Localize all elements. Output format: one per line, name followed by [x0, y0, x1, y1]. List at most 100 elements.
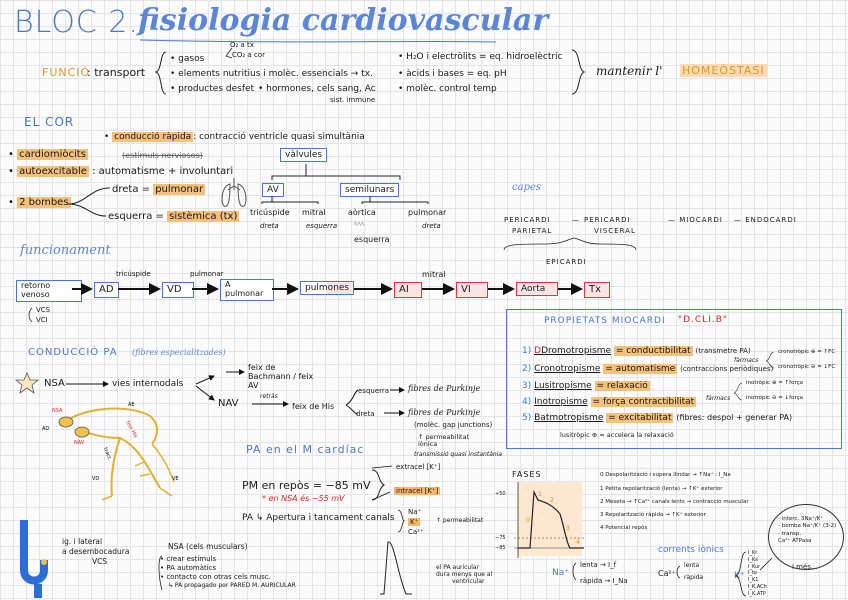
- fase-3: 3 Repolarització ràpida → ↑K⁺ exterior: [600, 512, 706, 518]
- farmacs-1: fàrmacs: [734, 357, 759, 364]
- funcio-right-1: • H₂O i electròlits = eq. hidroelèctric: [398, 52, 563, 62]
- feix-his: feix de His: [292, 402, 335, 411]
- svg-text:4: 4: [576, 539, 580, 546]
- na-lenta: lenta → I_f: [580, 561, 617, 569]
- corrents-title: corrents iònics: [658, 545, 724, 555]
- pa-apertura: PA ↳ Apertura i tancament canals: [242, 513, 395, 523]
- gas-o2: O₂ a tx: [230, 41, 254, 49]
- node-pulmones: pulmones: [300, 281, 355, 296]
- svg-text:VE: VE: [172, 476, 179, 482]
- propietats-acronym: "D.CLI.B": [678, 315, 729, 325]
- bomba-dreta: dreta = pulmonar: [112, 184, 206, 195]
- valv-side-2: esquerra: [306, 222, 338, 230]
- lusi-line: lusitròpic ⊕ = accelera la relaxació: [560, 431, 674, 439]
- pa-perm: ↑ permeabilitat: [436, 517, 484, 524]
- svg-text:3: 3: [566, 525, 570, 532]
- i-mes: i més...: [792, 563, 818, 571]
- funcio-item-gasos: • gasos: [170, 54, 205, 64]
- valvula-aortica: aòrtica: [348, 208, 376, 217]
- propietats-frame: [506, 309, 842, 449]
- vessel-sketch: [8, 520, 56, 598]
- title-subject: fisiologia cardiovascular: [138, 3, 549, 38]
- purkinje-1: fibres de Purkinje: [408, 384, 481, 393]
- na-rapida: ràpida → I_Na: [580, 577, 628, 585]
- retras: retràs: [260, 393, 278, 400]
- node-retorno: retorno venoso: [16, 280, 82, 302]
- svg-text:tract.: tract.: [102, 447, 112, 462]
- nsa-label: NSA: [44, 378, 65, 389]
- vies-internodals: vies internodals: [112, 379, 184, 389]
- svg-text:VD: VD: [92, 476, 99, 482]
- prop-row-4: 4) Inotropisme = força contractibilitat: [522, 397, 697, 407]
- funcio-right-2: • àcids i bases = eq. pH: [398, 69, 507, 79]
- valv-esquerra-bottom: esquerra: [354, 235, 390, 244]
- ion-ca: Ca²⁺: [408, 528, 424, 536]
- prop-row-3: 3) Lusitropisme = relaxació: [522, 381, 650, 391]
- node-vd: VD: [162, 282, 194, 298]
- farmacs-2: fàrmacs: [706, 395, 731, 402]
- bombes: • 2 bombes: [8, 197, 71, 208]
- estimuls-strike: (estímuls nerviosos): [122, 151, 203, 160]
- capa-pericardi-parietal-1: PERICARDI: [504, 216, 551, 224]
- conduccio-sub: (fibres especialitzades): [132, 348, 226, 357]
- node-vi: VI: [456, 282, 488, 298]
- transmissio: transmissió quasi instantània: [414, 451, 503, 458]
- ino-neg: inotròpic ⊖ = ↓força: [746, 395, 803, 401]
- valvules-semilunars: semilunars: [340, 183, 400, 198]
- valvula-mitral: mitral: [302, 208, 326, 217]
- node-ai: AI: [394, 282, 422, 298]
- valvula-pulmonar: pulmonar: [408, 208, 447, 217]
- funcionament-heading: funcionament: [20, 243, 111, 258]
- lbl-tricuspide: tricúspide: [116, 270, 151, 278]
- funcio-item-hormones: • hormones, cels sang, Ac: [258, 84, 376, 94]
- funcio-item-desfet: • productes desfet: [170, 84, 255, 94]
- cardiomiocits: • cardiomiòcits: [8, 149, 88, 160]
- fase-0: 0 Despolarització i supera llindar → ↑Na…: [600, 472, 731, 478]
- nav-label: NAV: [218, 398, 239, 409]
- pa-auricular-curve: [378, 536, 412, 596]
- ion-na: Na⁺: [408, 508, 422, 516]
- fases-title: FASES: [512, 470, 542, 479]
- node-tx: Tx: [584, 282, 610, 298]
- cron-neg: cronotròpic ⊖ = ↓FC: [778, 364, 836, 370]
- funcio-label: FUNCIÓ: [42, 66, 91, 79]
- pm-repos: PM en repòs = −85 mV: [242, 479, 371, 492]
- axis-minus75: −75: [495, 535, 506, 541]
- capes-title: capes: [512, 182, 542, 193]
- homeostasi: HOMEÒSTASI: [680, 64, 767, 77]
- node-ad: AD: [94, 282, 119, 298]
- lbl-vci: VCI: [36, 316, 48, 324]
- svg-text:AE: AE: [128, 402, 135, 408]
- fase-2: 2 Meseta → ↑Ca²⁺ canals lents → contracc…: [600, 499, 749, 505]
- title-bloc: BLOC 2.: [14, 5, 140, 40]
- ino-pos: inotròpic ⊕ = ↑força: [746, 380, 803, 386]
- funcio-item-nutritius: • elements nutritius i molèc. essencials…: [170, 69, 373, 79]
- gas-co2: CO₂ a cor: [232, 51, 265, 59]
- axis-plus50: +50: [495, 491, 506, 497]
- capa-miocardi: — MIOCARDI: [668, 216, 723, 224]
- capa-epicardi: EPICARDI: [546, 258, 587, 266]
- nsa-list: • crear estímuls • PA automàtics • conta…: [160, 555, 296, 590]
- ca-lenta: lenta: [684, 562, 700, 569]
- feix-bachmann: feix de Bachmann / feix AV: [248, 363, 314, 390]
- sist-immune: sist. immune: [330, 96, 376, 104]
- prop-row-1: 1) DDromotropisme = conductibilitat (tra…: [522, 346, 751, 356]
- pa-heading: PA en el M cardíac: [246, 443, 365, 456]
- node-aorta: Aorta: [516, 282, 558, 297]
- valvula-tricuspide: tricúspide: [250, 208, 290, 217]
- nsa-cels: NSA (cels musculars): [168, 542, 248, 551]
- perm-ionica: ↑ permeabilitat iònica: [418, 433, 470, 449]
- lbl-mitral: mitral: [422, 270, 446, 279]
- capa-pericardi-parietal-2: PARIETAL: [512, 227, 553, 235]
- purkinje-2: fibres de Purkinje: [408, 408, 481, 417]
- bubble-text: - interc. 3Na⁺/K⁺- bomba Na⁺/K⁺ (3-2)- t…: [778, 516, 837, 545]
- valv-side-1: dreta: [260, 222, 279, 230]
- speech-bubble: [768, 504, 844, 570]
- prop-row-2: 2) Cronotropisme = automatisme (contracc…: [522, 364, 774, 374]
- mantenir: mantenir l': [596, 64, 663, 78]
- capa-endocardi: — ENDOCARDI: [734, 216, 797, 224]
- bomba-esquerra: esquerra = sistèmica (tx): [108, 211, 240, 222]
